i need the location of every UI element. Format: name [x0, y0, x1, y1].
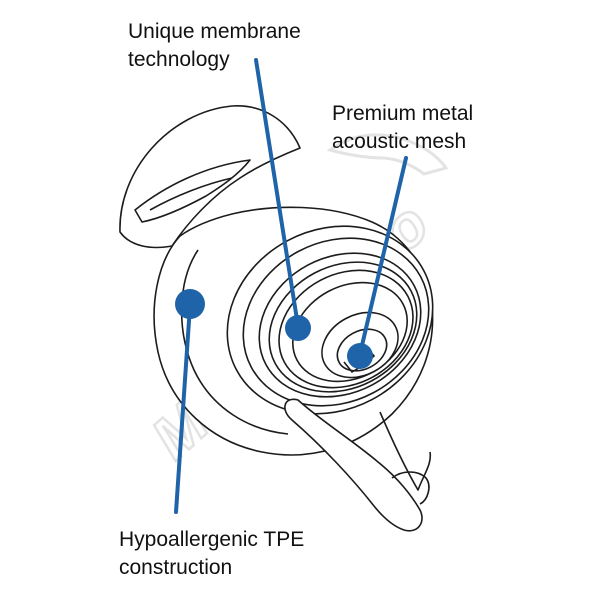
label-mesh-line1: Premium metal	[332, 102, 474, 125]
label-membrane-line1: Unique membrane	[128, 20, 301, 43]
callout-dot-membrane	[285, 315, 311, 341]
label-mesh-line2: acoustic mesh	[332, 130, 467, 153]
callout-line-tpe	[174, 304, 192, 514]
ear-tip-inner	[134, 159, 251, 223]
label-mesh: Premium metal acoustic mesh	[332, 100, 473, 156]
fin-ridge	[379, 411, 432, 491]
ear-tip-cavity	[149, 177, 233, 211]
callout-line-membrane	[254, 58, 300, 328]
label-tpe-line2: construction	[119, 556, 233, 579]
label-tpe-line1: Hypoallergenic TPE	[119, 528, 305, 551]
body-inner-edge	[180, 249, 289, 435]
callout-line-mesh	[358, 156, 408, 356]
label-membrane: Unique membrane technology	[128, 18, 301, 74]
callout-dot-tpe	[175, 289, 205, 319]
fin-tip	[391, 471, 430, 505]
label-tpe: Hypoallergenic TPE construction	[119, 526, 304, 582]
callout-dot-mesh	[347, 343, 373, 369]
callouts	[174, 58, 408, 514]
watermark-helmet	[326, 133, 449, 176]
stabilizer-fin	[284, 398, 432, 532]
label-membrane-line2: technology	[128, 48, 230, 71]
fin-outline	[284, 398, 423, 532]
